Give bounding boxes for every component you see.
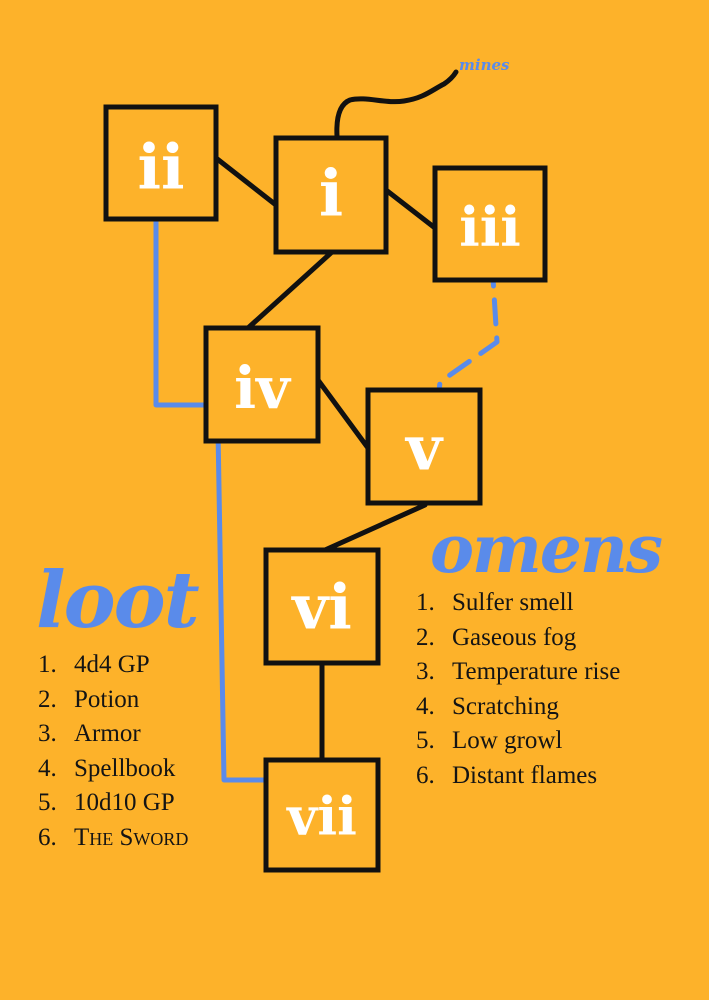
list-item: 3.Armor [38, 720, 141, 747]
corridors [213, 69, 459, 763]
room-iii: iii [432, 165, 548, 283]
room-ii: ii [103, 104, 219, 222]
loot-list: 1.4d4 GP 2.Potion 3.Armor 4.Spellbook 5.… [38, 648, 188, 855]
loot-title: loot [36, 555, 200, 646]
room-label-ii: ii [137, 131, 184, 204]
secret-path-ii-iv [153, 208, 223, 408]
room-vii: vii [263, 757, 381, 873]
list-item: 5.10d10 GP [38, 789, 175, 816]
room-label-iii: iii [459, 195, 521, 259]
list-item: 4.Scratching [416, 692, 559, 720]
rooms: ii i iii iv v vi vii [103, 104, 548, 873]
mines-exit-label: mines [459, 56, 510, 74]
corridor-i-iv [245, 249, 335, 331]
room-iv: iv [203, 325, 321, 444]
list-item: 2.Potion [38, 685, 140, 713]
room-label-iv: iv [234, 354, 292, 422]
list-item: 4.Spellbook [38, 754, 176, 782]
omens-title: omens [430, 510, 663, 588]
list-item: 3.Temperature rise [416, 658, 621, 685]
room-label-v: v [404, 412, 444, 485]
corridor-to-mines [334, 69, 459, 139]
room-label-vii: vii [286, 787, 357, 848]
list-item: 1.Sulfer smell [416, 589, 574, 616]
room-label-i: i [319, 157, 343, 232]
room-v: v [365, 387, 483, 506]
corridor-i-iii [383, 187, 438, 231]
list-item: 6.The Sword [38, 823, 189, 851]
corridor-v-vi [322, 502, 428, 553]
corridor-ii-i [213, 155, 279, 208]
room-i: i [273, 135, 389, 255]
room-label-vi: vi [290, 571, 352, 644]
corridor-iv-v [315, 377, 371, 451]
list-item: 1.4d4 GP [38, 651, 150, 678]
list-item: 2.Gaseous fog [416, 623, 577, 651]
list-item: 5.Low growl [416, 727, 563, 754]
room-vi: vi [263, 547, 381, 666]
omens-list: 1.Sulfer smell 2.Gaseous fog 3.Temperatu… [416, 586, 620, 793]
list-item: 6.Distant flames [416, 761, 598, 789]
